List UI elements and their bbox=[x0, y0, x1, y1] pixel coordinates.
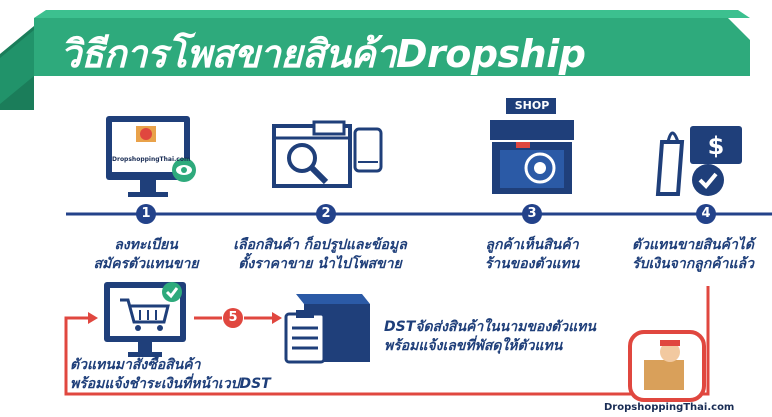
clipboard-box-icon bbox=[284, 294, 370, 364]
order-text-line-1: ตัวแทนมาสั่งซื้อสินค้า bbox=[70, 357, 201, 373]
return-path bbox=[64, 286, 710, 396]
step-4-line-1: ตัวแทนขายสินค้าได้ bbox=[632, 237, 754, 253]
step-number-5: 5 bbox=[223, 308, 243, 328]
ship-text: DSTจัดส่งสินค้าในนามของตัวแทน พร้อมแจ้งเ… bbox=[384, 318, 634, 356]
step-number-3: 3 bbox=[522, 204, 542, 224]
title-banner bbox=[0, 10, 750, 110]
cart-icon bbox=[104, 282, 186, 357]
phone-icon bbox=[353, 127, 383, 173]
step-number-2: 2 bbox=[316, 204, 336, 224]
timeline bbox=[66, 212, 772, 216]
brand-name: DropshoppingThai.com bbox=[604, 402, 735, 413]
step-4-line-2: รับเงินจากลูกค้าแล้ว bbox=[632, 256, 754, 272]
money-bag-icon: $ bbox=[655, 126, 742, 196]
step-3-line-1: ลูกค้าเห็นสินค้า bbox=[485, 237, 579, 253]
shop-icon bbox=[490, 98, 574, 194]
shop-sign: SHOP bbox=[514, 99, 550, 112]
logo-icon bbox=[628, 330, 706, 402]
ship-text-line-2: พร้อมแจ้งเลขที่พัสดุให้ตัวแทน bbox=[384, 338, 563, 354]
ship-text-line-1: DSTจัดส่งสินค้าในนามของตัวแทน bbox=[384, 319, 596, 335]
step-2-line-1: เลือกสินค้า ก็อปรูปและข้อมูล bbox=[233, 237, 407, 253]
svg-text:$: $ bbox=[708, 132, 725, 160]
step-4-label: ตัวแทนขายสินค้าได้ รับเงินจากลูกค้าแล้ว bbox=[618, 236, 768, 274]
monitor-brand: DropshoppingThai.com bbox=[112, 156, 191, 163]
step-1-line-1: ลงทะเบียน bbox=[114, 237, 178, 253]
step-number-1: 1 bbox=[136, 204, 156, 224]
order-text: ตัวแทนมาสั่งซื้อสินค้า พร้อมแจ้งชำระเงิน… bbox=[70, 356, 330, 394]
step-2-line-2: ตั้งราคาขาย นำไปโพสขาย bbox=[238, 256, 402, 272]
page-title: วิธีการโพสขายสินค้าDropship bbox=[60, 32, 586, 76]
step-1-label: ลงทะเบียน สมัครตัวแทนขาย bbox=[76, 236, 216, 274]
order-text-line-2: พร้อมแจ้งชำระเงินที่หน้าเวปDST bbox=[70, 376, 271, 392]
step-3-label: ลูกค้าเห็นสินค้า ร้านของตัวแทน bbox=[462, 236, 602, 274]
monitor-icon bbox=[106, 116, 196, 197]
step-number-4: 4 bbox=[696, 204, 716, 224]
browser-search-icon bbox=[272, 120, 352, 188]
step-1-line-2: สมัครตัวแทนขาย bbox=[93, 256, 199, 272]
step-3-line-2: ร้านของตัวแทน bbox=[484, 256, 580, 272]
step-2-label: เลือกสินค้า ก็อปรูปและข้อมูล ตั้งราคาขาย… bbox=[220, 236, 420, 274]
